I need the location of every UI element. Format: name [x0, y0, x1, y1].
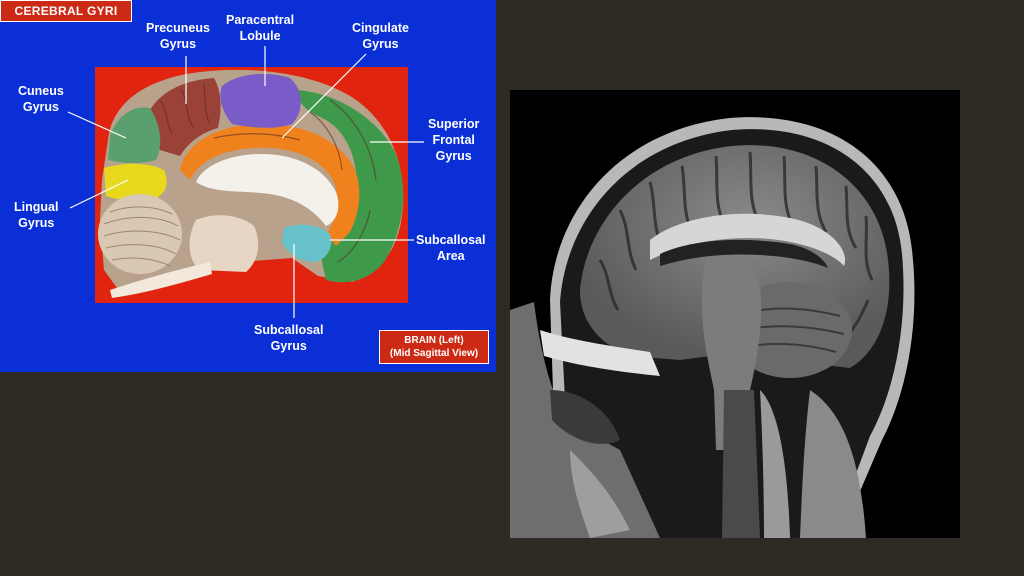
mri-face: [510, 302, 660, 538]
label-cuneus-gyrus: Cuneus Gyrus: [18, 84, 64, 114]
mri-palate: [540, 330, 660, 376]
corpus-callosum-region: [196, 154, 339, 226]
brain-illustration: [67, 46, 424, 318]
mri-spinal-canal: [722, 390, 760, 538]
cerebellum-region: [98, 194, 182, 274]
superior-frontal-gyrus-region: [296, 90, 404, 283]
brainstem-region: [189, 215, 259, 272]
label-subcallosal-gyrus: Subcallosal Gyrus: [254, 323, 324, 353]
label-cingulate-gyrus: Cingulate Gyrus: [352, 21, 409, 51]
mri-tongue: [570, 450, 630, 538]
diagram-title: CEREBRAL GYRI: [0, 0, 132, 22]
caption-line-2: (Mid Sagittal View): [389, 348, 479, 359]
label-lingual-gyrus: Lingual Gyrus: [14, 200, 59, 230]
cerebral-gyri-diagram: CEREBRAL GYRI Precuneus Gyrus Paracentra…: [0, 0, 496, 372]
mri-illustration: [510, 117, 915, 538]
mri-vertebrae: [760, 390, 790, 538]
mri-neck-muscle: [800, 390, 866, 538]
lingual-gyrus-region: [104, 163, 167, 201]
label-superior-frontal-gyrus: Superior Frontal Gyrus: [428, 117, 480, 163]
label-subcallosal-area: Subcallosal Area: [416, 233, 486, 263]
diagram-caption: BRAIN (Left) (Mid Sagittal View): [379, 330, 489, 364]
paracentral-lobule-region: [220, 73, 301, 128]
label-paracentral-lobule: Paracentral Lobule: [226, 13, 295, 43]
precuneus-gyrus-region: [148, 78, 221, 156]
mri-corpus-callosum: [650, 213, 846, 266]
mri-oral-cavity: [550, 390, 620, 444]
caption-line-1: BRAIN (Left): [404, 335, 464, 346]
spinal-cord-region: [110, 262, 212, 298]
mri-sagittal-image: [510, 90, 960, 538]
cingulate-gyrus-region: [180, 124, 360, 246]
label-precuneus-gyrus: Precuneus Gyrus: [146, 21, 210, 51]
mri-ventricle: [660, 239, 828, 268]
cuneus-gyrus-region: [108, 107, 161, 163]
